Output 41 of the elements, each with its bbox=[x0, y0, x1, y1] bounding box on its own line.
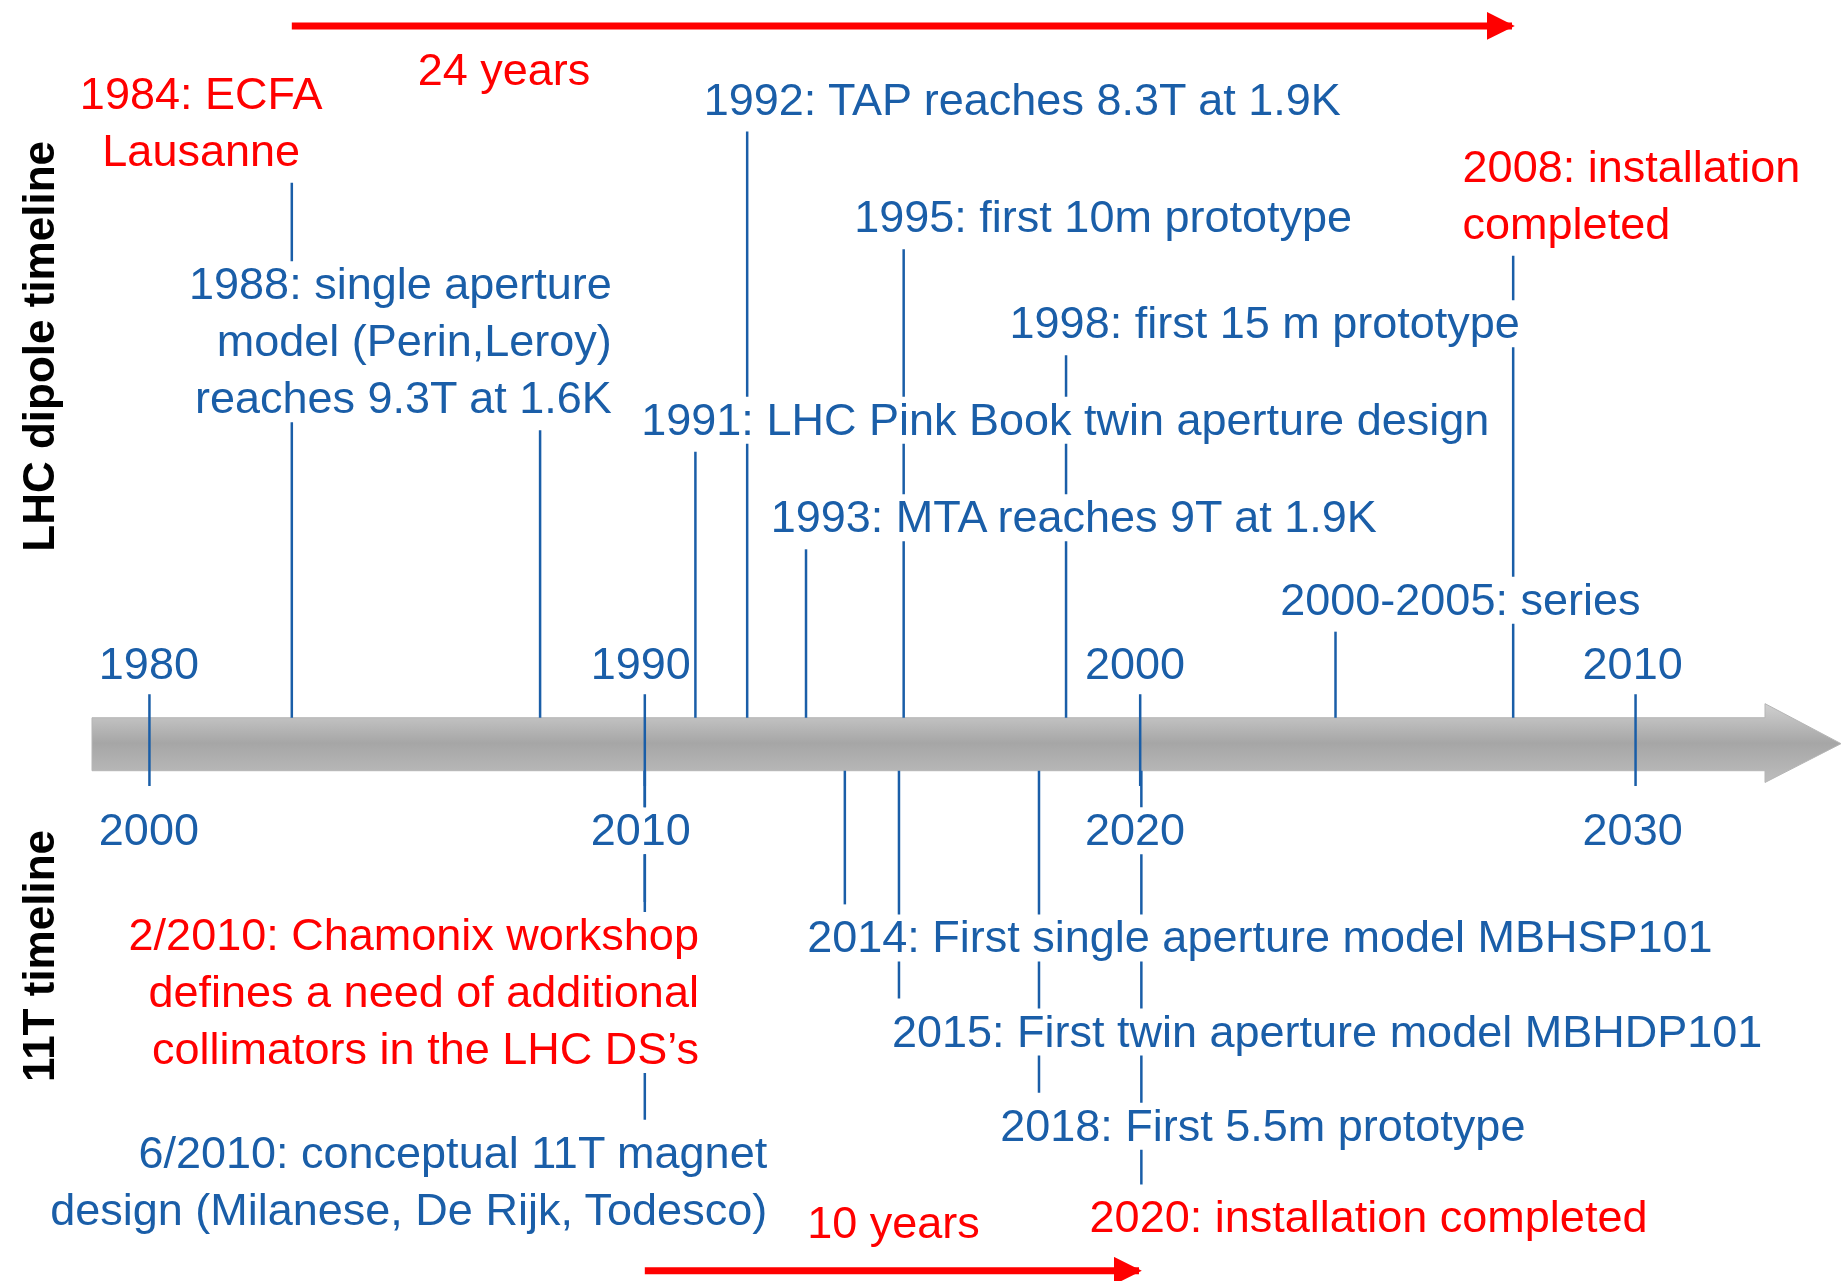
leader-line bbox=[643, 769, 647, 1121]
axis-title: LHC dipole timeline bbox=[14, 141, 65, 552]
year-label: 2000 bbox=[1084, 637, 1185, 692]
leader-line bbox=[538, 430, 542, 718]
milestone-text: 1993: MTA reaches 9T at 1.9K bbox=[770, 488, 1377, 546]
year-label: 2010 bbox=[590, 803, 691, 858]
milestone-text: 1991: LHC Pink Book twin aperture design bbox=[641, 390, 1490, 448]
leader-line bbox=[1334, 631, 1337, 718]
year-label: 2030 bbox=[1582, 803, 1683, 858]
milestone-text: 2015: First twin aperture model MBHDP101 bbox=[891, 1002, 1763, 1060]
milestone-text: 6/2010: conceptual 11T magnet design (Milanese, De Rijk, Todesco) bbox=[0, 1123, 768, 1238]
milestone-text: 2008: installation completed bbox=[1462, 137, 1840, 252]
milestone-text: 1995: first 10m prototype bbox=[854, 188, 1353, 246]
duration-label: 24 years bbox=[417, 43, 591, 98]
leader-line bbox=[1037, 769, 1041, 1094]
axis-title: 11T timeline bbox=[14, 829, 65, 1082]
milestone-text: 1992: TAP reaches 8.3T at 1.9K bbox=[703, 70, 1341, 128]
milestone-text: 1984: ECFA Lausanne bbox=[70, 64, 332, 179]
leader-line bbox=[694, 451, 697, 718]
year-label: 1980 bbox=[98, 637, 199, 692]
leader-line bbox=[1511, 254, 1515, 719]
milestone-text: 1988: single aperture model (Perin,Leroy) reaches 9.3T at 1.6K bbox=[129, 255, 612, 427]
milestone-text: 2018: First 5.5m prototype bbox=[1000, 1096, 1526, 1154]
milestone-text: 2020: installation completed bbox=[1089, 1188, 1648, 1246]
leader-line bbox=[1140, 769, 1143, 1186]
leader-line bbox=[804, 549, 808, 718]
milestone-text: 2/2010: Chamonix workshop defines a need of additional collimators in the LHC DS’s bbox=[63, 906, 699, 1077]
leader-line bbox=[745, 130, 749, 719]
leader-line bbox=[843, 770, 847, 905]
milestone-text: 1998: first 15 m prototype bbox=[1009, 294, 1520, 352]
year-label: 2000 bbox=[98, 803, 199, 858]
leader-line bbox=[897, 769, 901, 1000]
year-label: 1990 bbox=[590, 637, 691, 692]
year-label: 2020 bbox=[1084, 803, 1185, 858]
leader-line bbox=[290, 181, 294, 719]
leader-line bbox=[902, 248, 905, 719]
year-label: 2010 bbox=[1582, 637, 1683, 692]
duration-label: 10 years bbox=[807, 1196, 980, 1251]
milestone-text: 2014: First single aperture model MBHSP101 bbox=[807, 908, 1713, 966]
milestone-text: 2000-2005: series bbox=[1280, 570, 1641, 628]
leader-line bbox=[1064, 353, 1068, 719]
